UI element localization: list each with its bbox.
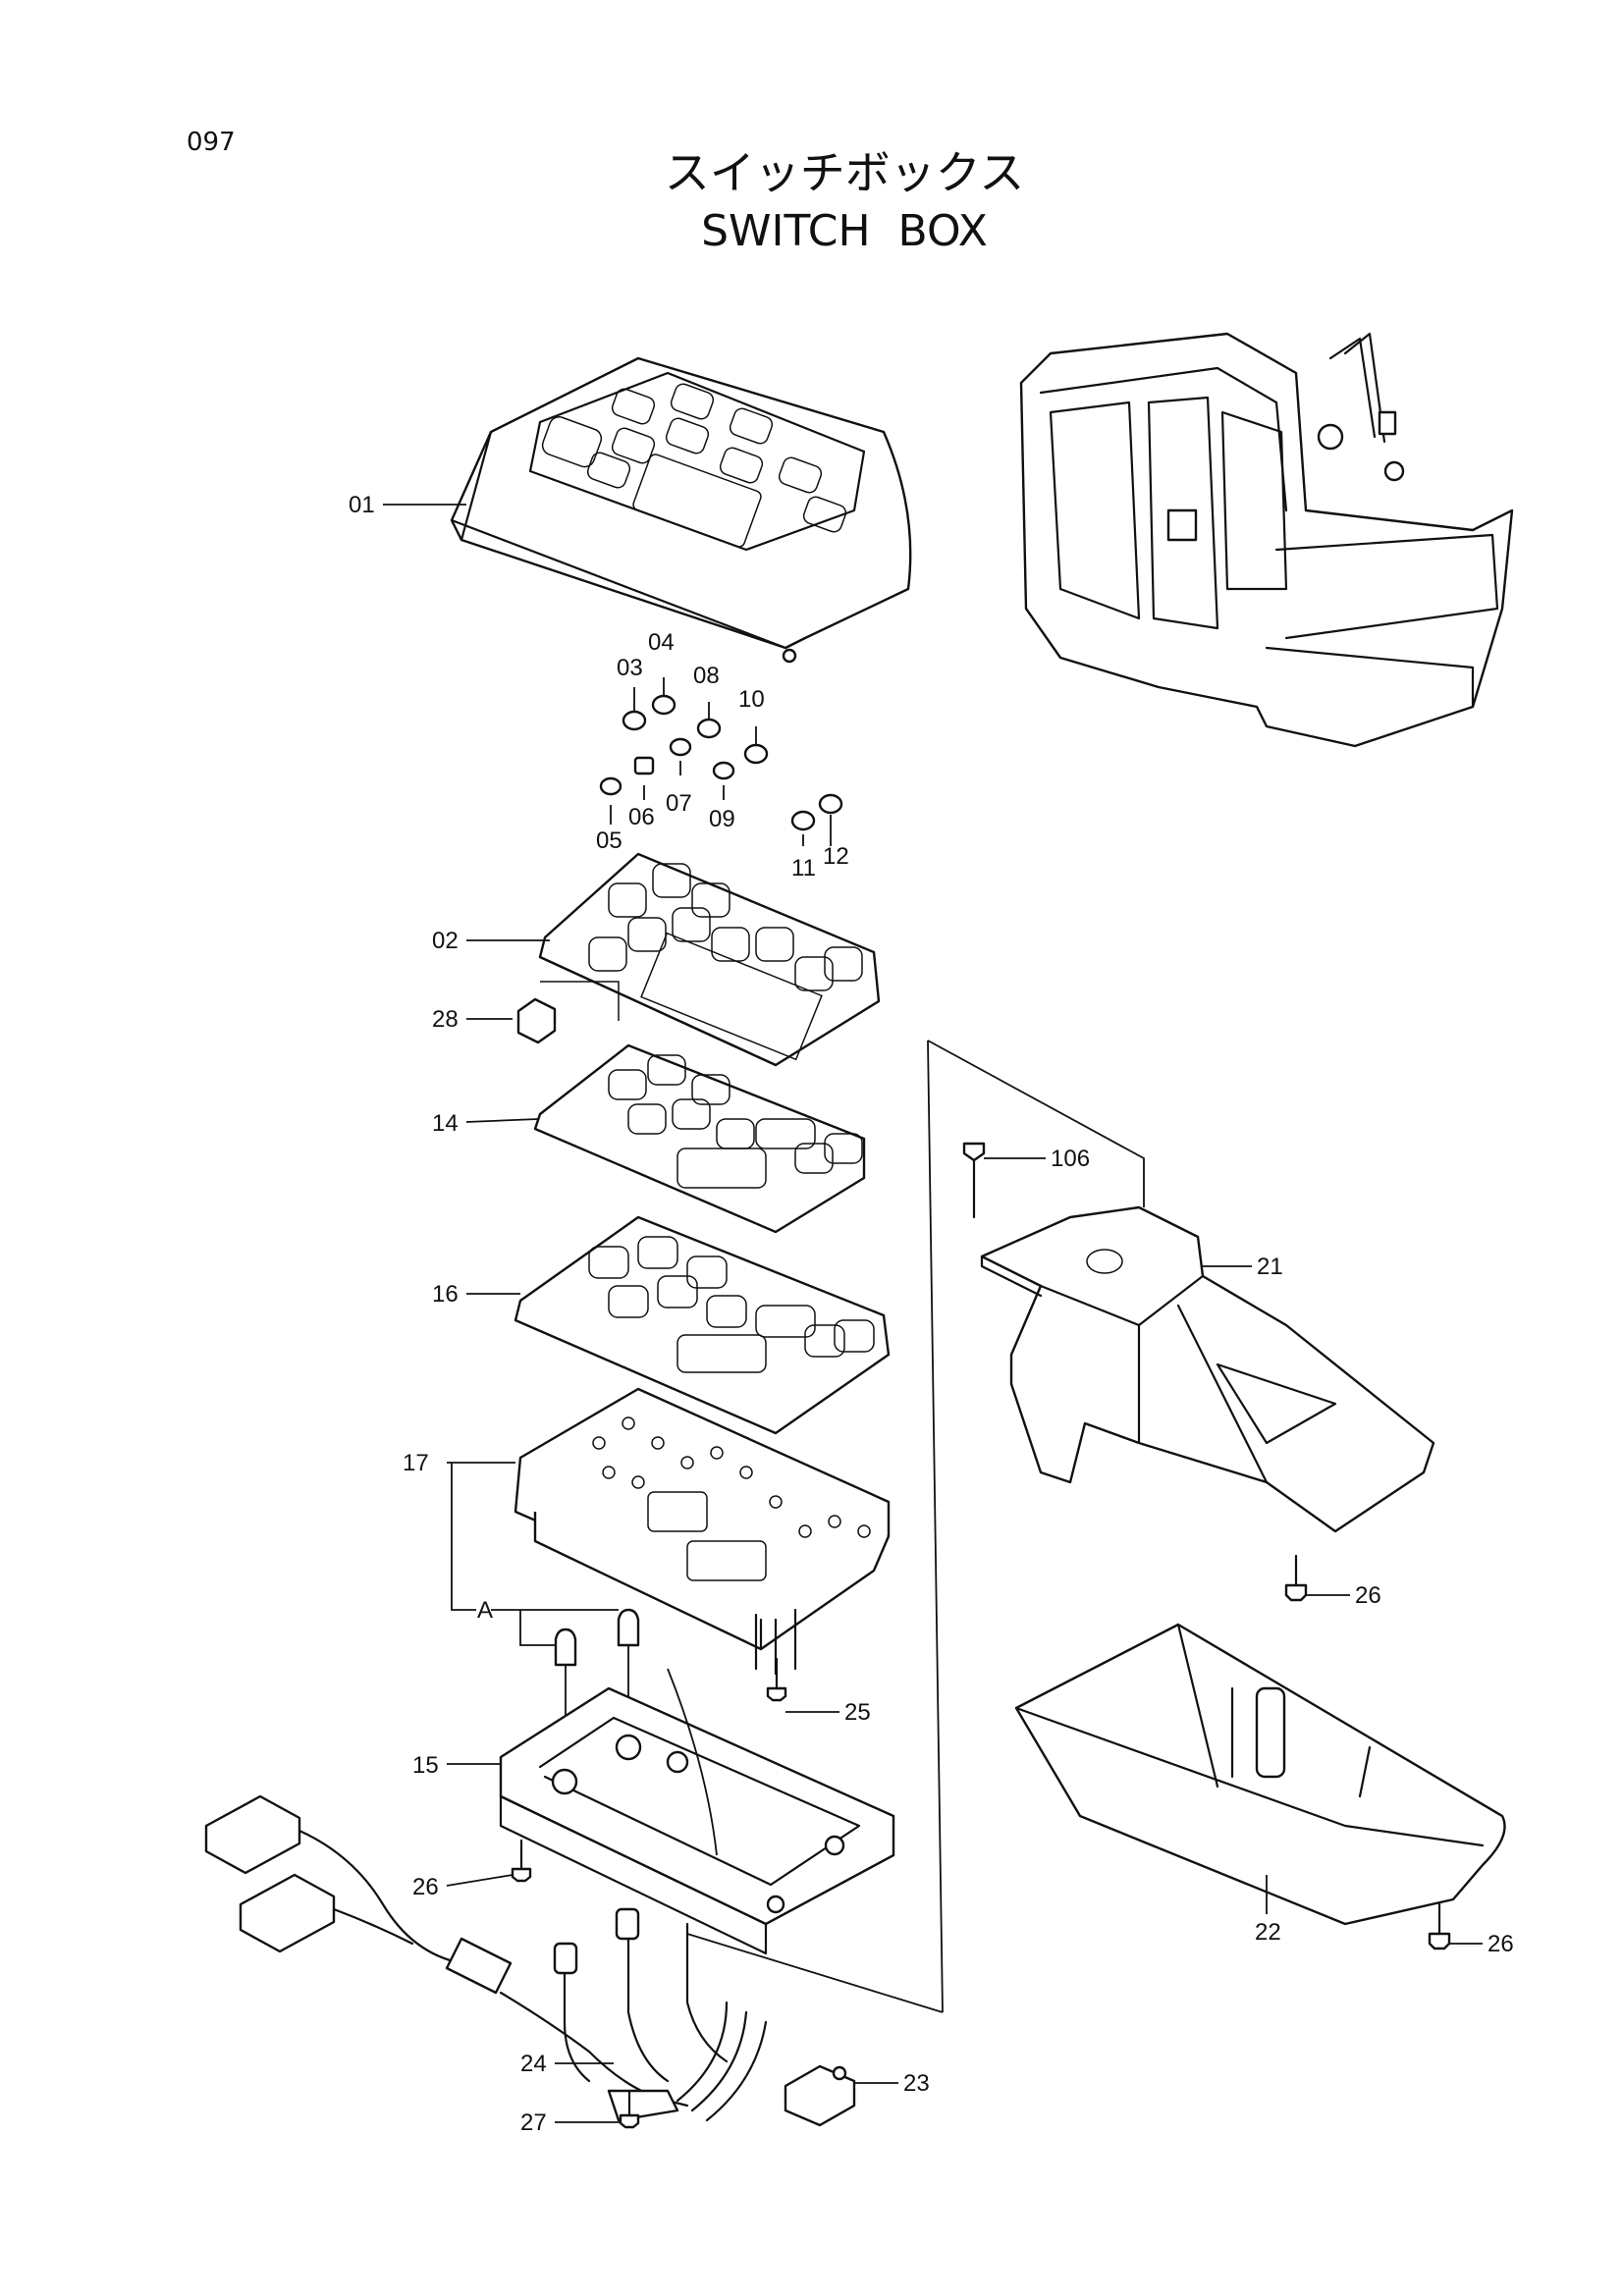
callout-02: 02	[432, 928, 459, 954]
callout-a: A	[477, 1597, 493, 1624]
callout-106: 106	[1051, 1146, 1090, 1172]
part-01-cover	[450, 356, 912, 664]
callout-08: 08	[693, 663, 720, 689]
callout-07: 07	[666, 790, 692, 817]
leader-lines	[383, 504, 1483, 2123]
callout-04: 04	[648, 629, 675, 656]
switch-knobs	[599, 694, 843, 831]
title-japanese: スイッチボックス	[665, 146, 1025, 199]
page-number: 097	[187, 128, 236, 157]
part-02-bezel	[538, 852, 881, 1067]
part-16-keypad	[514, 1215, 891, 1435]
callout-28: 28	[432, 1006, 459, 1033]
screws	[511, 1142, 1451, 2129]
part-15-housing	[499, 1668, 895, 1955]
part-28-cap	[516, 981, 620, 1044]
callout-14: 14	[432, 1110, 459, 1137]
callout-15: 15	[412, 1752, 439, 1779]
callout-06: 06	[628, 804, 655, 830]
part-21-bracket	[980, 1205, 1435, 1533]
wire-harness	[204, 1794, 768, 2122]
callout-25: 25	[844, 1699, 871, 1726]
callout-26-right: 26	[1488, 1931, 1514, 1957]
callout-16: 16	[432, 1281, 459, 1308]
callout-01: 01	[349, 492, 375, 518]
title-english: SWITCH BOX	[701, 206, 988, 256]
callout-24: 24	[520, 2051, 547, 2077]
callout-11: 11	[791, 855, 816, 881]
excavator-location-view	[1019, 332, 1514, 748]
callout-23: 23	[903, 2070, 930, 2097]
part-14-gasket	[533, 1043, 866, 1234]
callout-26-middle: 26	[1355, 1582, 1381, 1609]
callout-21: 21	[1257, 1254, 1283, 1280]
bulb-parts-a	[554, 1608, 640, 1728]
divider-lines	[686, 1040, 1145, 2013]
callout-26-left: 26	[412, 1874, 439, 1900]
part-23-grommet	[784, 2064, 856, 2127]
callout-10: 10	[738, 686, 765, 713]
callout-labels: 01 02 03 04 05 06 07 08 09 10 11 12 28 1…	[349, 492, 1514, 2136]
part-22-lower-cover	[1014, 1623, 1506, 1926]
callout-03: 03	[617, 655, 643, 681]
callout-17: 17	[403, 1450, 429, 1476]
callout-09: 09	[709, 806, 735, 832]
callout-05: 05	[596, 828, 622, 854]
callout-27: 27	[520, 2109, 547, 2136]
part-17-circuit-board	[514, 1387, 891, 1676]
callout-12: 12	[823, 843, 849, 870]
callout-22: 22	[1255, 1919, 1281, 1946]
